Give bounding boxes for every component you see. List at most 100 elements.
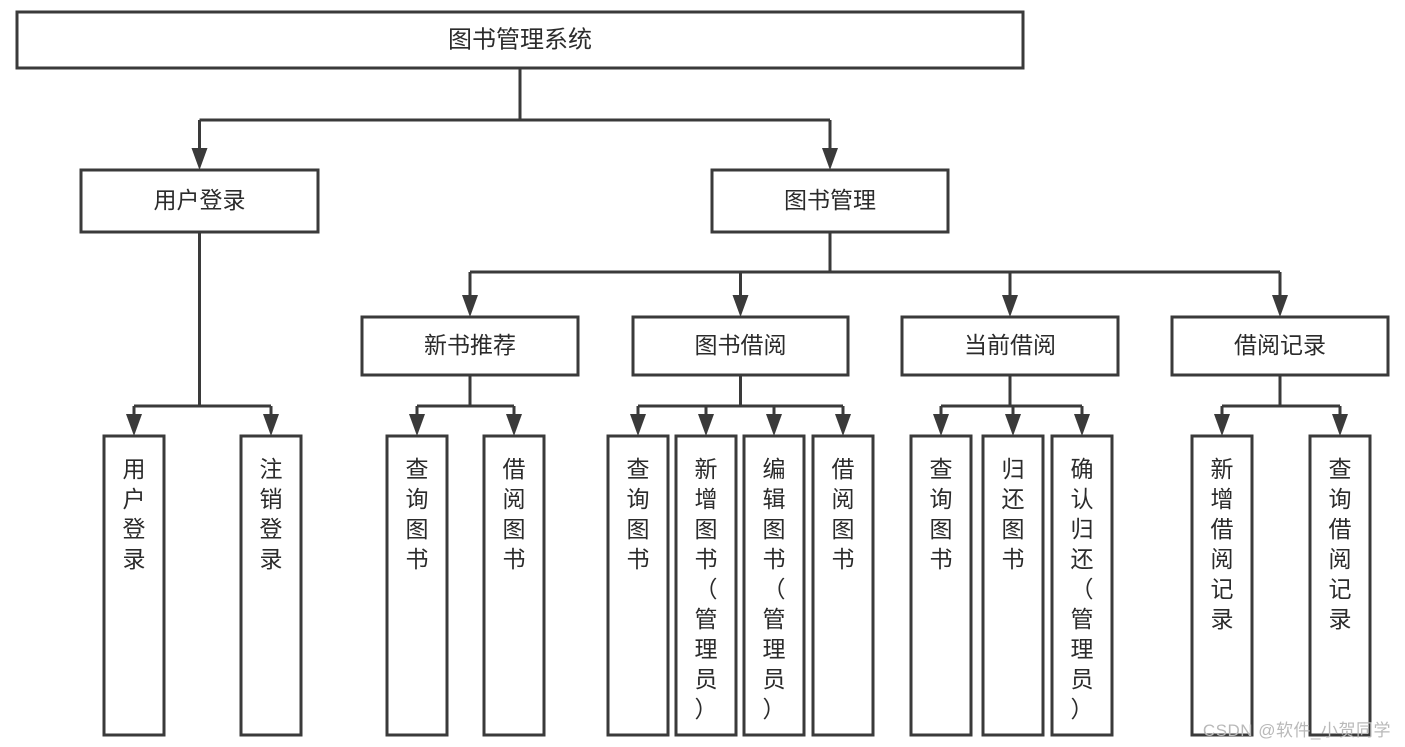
- node-label-leaf-logout: 注: [260, 456, 283, 482]
- edge-arrowhead: [462, 295, 478, 317]
- node-label-leaf-add-borrow-record: 录: [1211, 606, 1234, 632]
- node-label-leaf-edit-book-admin: ）: [763, 696, 786, 722]
- node-new-book-recommend[interactable]: 新书推荐: [360, 315, 580, 377]
- node-label-leaf-add-book-admin: 书: [695, 546, 718, 572]
- node-box-leaf-user-login: [102, 434, 166, 737]
- node-label-leaf-confirm-return-admin: 员: [1071, 666, 1094, 692]
- edge-arrowhead: [506, 414, 522, 436]
- node-label-leaf-logout: 登: [260, 516, 283, 542]
- node-label-leaf-query-book-borrow: 查: [627, 456, 650, 482]
- node-box-leaf-add-borrow-record: [1190, 434, 1254, 737]
- node-label-leaf-add-book-admin: （: [695, 576, 718, 602]
- node-label-leaf-edit-book-admin: （: [763, 576, 786, 602]
- node-label-leaf-query-book-borrow: 图: [627, 516, 650, 542]
- node-label-leaf-add-borrow-record: 借: [1211, 516, 1234, 542]
- node-label-leaf-query-book-current: 询: [930, 486, 953, 512]
- node-label-leaf-query-book-rec: 询: [406, 486, 429, 512]
- node-label-leaf-confirm-return-admin: 还: [1071, 546, 1094, 572]
- node-label-leaf-add-book-admin: 员: [695, 666, 718, 692]
- node-book-borrow[interactable]: 图书借阅: [631, 315, 850, 377]
- node-label-leaf-edit-book-admin: 编: [763, 456, 786, 482]
- node-root[interactable]: 图书管理系统: [15, 10, 1025, 70]
- edges-layer: [126, 68, 1348, 436]
- node-box-leaf-add-book-admin: [674, 434, 738, 737]
- edge-arrowhead: [630, 414, 646, 436]
- node-label-leaf-add-borrow-record: 记: [1211, 576, 1234, 602]
- node-label-leaf-confirm-return-admin: 归: [1071, 516, 1094, 542]
- node-current-borrow[interactable]: 当前借阅: [900, 315, 1120, 377]
- node-user-login[interactable]: 用户登录: [79, 168, 320, 234]
- node-label-leaf-query-borrow-record: 查: [1329, 456, 1352, 482]
- node-label-leaf-user-login: 录: [123, 546, 146, 572]
- node-label-leaf-confirm-return-admin: 管: [1071, 606, 1094, 632]
- node-label-leaf-borrow-book-rec: 书: [503, 546, 526, 572]
- node-label-leaf-add-borrow-record: 阅: [1211, 546, 1234, 572]
- node-label-leaf-query-book-current: 书: [930, 546, 953, 572]
- node-label-leaf-borrow-book-rec: 阅: [503, 486, 526, 512]
- edge-arrowhead: [1272, 295, 1288, 317]
- node-box-root: [15, 10, 1025, 70]
- node-label-leaf-query-book-current: 图: [930, 516, 953, 542]
- edge-arrowhead: [933, 414, 949, 436]
- node-box-user-login: [79, 168, 320, 234]
- edge-arrowhead: [1005, 414, 1021, 436]
- node-label-leaf-query-borrow-record: 借: [1329, 516, 1352, 542]
- node-box-current-borrow: [900, 315, 1120, 377]
- edge-arrowhead: [732, 295, 749, 317]
- node-label-leaf-query-book-rec: 查: [406, 456, 429, 482]
- node-book-manage[interactable]: 图书管理: [710, 168, 950, 234]
- edge-arrowhead: [263, 414, 279, 436]
- node-label-leaf-confirm-return-admin: 认: [1071, 486, 1094, 512]
- node-label-book-manage: 图书管理: [784, 187, 876, 213]
- edge-arrowhead: [698, 414, 714, 436]
- node-label-current-borrow: 当前借阅: [964, 332, 1056, 358]
- node-label-new-book-recommend: 新书推荐: [424, 332, 516, 358]
- node-borrow-record[interactable]: 借阅记录: [1170, 315, 1390, 377]
- node-label-leaf-query-book-rec: 书: [406, 546, 429, 572]
- node-label-leaf-logout: 录: [260, 546, 283, 572]
- node-box-leaf-query-book-rec: [385, 434, 449, 737]
- node-label-leaf-add-book-admin: 新: [695, 456, 718, 482]
- node-label-leaf-logout: 销: [260, 486, 283, 512]
- node-label-leaf-borrow-book-rec: 图: [503, 516, 526, 542]
- node-label-leaf-edit-book-admin: 辑: [763, 486, 786, 512]
- node-label-leaf-add-borrow-record: 增: [1211, 486, 1234, 512]
- node-label-leaf-borrow-book: 图: [832, 516, 855, 542]
- node-label-leaf-edit-book-admin: 理: [763, 636, 786, 662]
- node-label-leaf-return-book: 书: [1002, 546, 1025, 572]
- node-label-leaf-confirm-return-admin: ）: [1071, 696, 1094, 722]
- node-label-leaf-add-book-admin: ）: [695, 696, 718, 722]
- node-box-borrow-record: [1170, 315, 1390, 377]
- edge-arrowhead: [1214, 414, 1230, 436]
- node-label-leaf-edit-book-admin: 书: [763, 546, 786, 572]
- node-box-leaf-query-book-borrow: [606, 434, 670, 737]
- node-label-leaf-return-book: 图: [1002, 516, 1025, 542]
- node-label-leaf-return-book: 归: [1002, 456, 1025, 482]
- node-box-leaf-confirm-return-admin: [1050, 434, 1114, 737]
- node-label-user-login: 用户登录: [154, 187, 246, 213]
- node-label-leaf-query-book-borrow: 书: [627, 546, 650, 572]
- node-label-leaf-query-borrow-record: 录: [1329, 606, 1352, 632]
- node-leaf-user-login[interactable]: 用户登录: [102, 434, 166, 737]
- node-label-leaf-query-book-current: 查: [930, 456, 953, 482]
- node-label-leaf-borrow-book: 书: [832, 546, 855, 572]
- node-label-leaf-borrow-book-rec: 借: [503, 456, 526, 482]
- node-box-leaf-return-book: [981, 434, 1045, 737]
- edge-arrowhead: [126, 414, 142, 436]
- edge-arrowhead: [1332, 414, 1348, 436]
- csdn-watermark: CSDN @软件_小贺同学: [1202, 721, 1391, 740]
- node-label-leaf-edit-book-admin: 管: [763, 606, 786, 632]
